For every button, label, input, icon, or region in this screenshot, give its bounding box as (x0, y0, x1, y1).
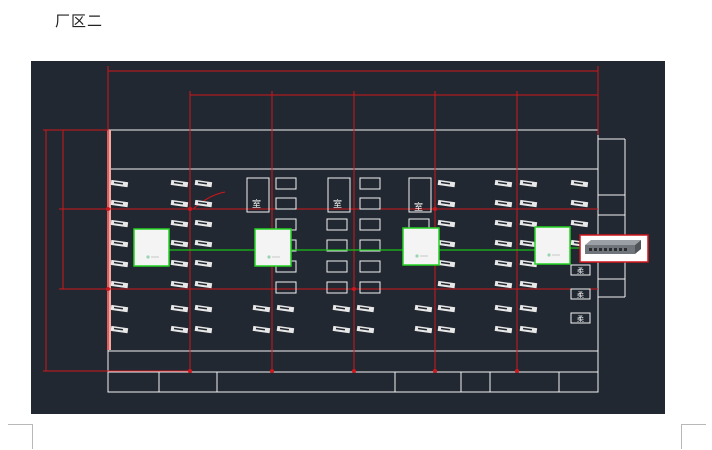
factory-floor-plan: 室 室 室 柔 柔 柔 (31, 61, 665, 414)
workstation-icon (170, 325, 189, 334)
wifi-ap-icon (146, 255, 150, 259)
workstation-icon (252, 304, 271, 313)
wifi-ap-icon (415, 254, 419, 258)
workstation-icon (437, 199, 456, 208)
workstation-icon (110, 179, 129, 188)
workstation-icon (494, 199, 513, 208)
dimension-ticks (106, 207, 519, 373)
workstation-icon (414, 304, 433, 313)
workstation-icon (437, 280, 456, 289)
workstation-icon (437, 259, 456, 268)
room-label: 室 (333, 198, 342, 210)
workstation-icon (519, 219, 538, 228)
workstation-layer (110, 179, 589, 334)
workstation-icon (570, 179, 589, 188)
room-label: 室 (414, 201, 423, 213)
workstation-icon (519, 304, 538, 313)
workstation-icon (276, 325, 295, 334)
workstation-icon (194, 219, 213, 228)
workstation-icon (437, 304, 456, 313)
access-point[interactable] (254, 228, 292, 267)
workstation-icon (494, 259, 513, 268)
network-links (169, 247, 581, 251)
page-corner-mark-right (681, 424, 706, 449)
workstation-icon (110, 219, 129, 228)
workstation-icon (194, 239, 213, 248)
workstation-icon (494, 179, 513, 188)
workstation-icon (170, 219, 189, 228)
workstation-icon (414, 325, 433, 334)
workstation-icon (170, 259, 189, 268)
cabinet-box (570, 288, 591, 300)
workstation-icon (332, 304, 351, 313)
cabinet-labels: 柔 柔 柔 (577, 266, 584, 323)
workstation-icon (110, 259, 129, 268)
workstation-icon (437, 239, 456, 248)
cabinet-label: 柔 (577, 314, 584, 323)
workstation-icon (170, 280, 189, 289)
access-point[interactable] (402, 227, 440, 266)
workstation-icon (110, 280, 129, 289)
workstation-icon (519, 179, 538, 188)
cabinet-label: 柔 (577, 266, 584, 275)
wifi-ap-icon (267, 255, 271, 259)
workstation-icon (170, 179, 189, 188)
workstation-icon (519, 259, 538, 268)
workstation-icon (276, 304, 295, 313)
network-switch[interactable] (579, 234, 649, 263)
network-switch-icon (585, 240, 641, 254)
cabinet-boxes (570, 264, 591, 324)
room-box (327, 177, 351, 213)
workstation-icon (110, 325, 129, 334)
workstation-icon (194, 304, 213, 313)
workstation-icon (494, 219, 513, 228)
wifi-ap-icon (547, 253, 551, 257)
workstation-icon (356, 325, 375, 334)
workstation-icon (494, 304, 513, 313)
workstation-icon (494, 239, 513, 248)
room-labels: 室 室 室 (252, 198, 423, 213)
workstation-icon (252, 325, 271, 334)
page-corner-mark-left (8, 424, 33, 449)
workstation-icon (570, 199, 589, 208)
workstation-icon (494, 280, 513, 289)
workstation-icon (194, 259, 213, 268)
cabinet-box (570, 312, 591, 324)
workstation-icon (110, 304, 129, 313)
cabinet-label: 柔 (577, 290, 584, 299)
workstation-icon (194, 179, 213, 188)
workstation-icon (170, 199, 189, 208)
room-box (246, 177, 270, 213)
left-wall-highlight (107, 130, 111, 350)
workstation-icon (519, 239, 538, 248)
room-boxes (246, 177, 432, 213)
room-label: 室 (252, 198, 261, 210)
workstation-icon (332, 325, 351, 334)
workstation-icon (170, 239, 189, 248)
workstation-icon (110, 199, 129, 208)
workstation-icon (570, 219, 589, 228)
workstation-icon (170, 304, 189, 313)
workstation-icon (110, 239, 129, 248)
workstation-icon (194, 280, 213, 289)
dimension-lines (43, 66, 599, 373)
access-point[interactable] (534, 226, 571, 265)
workstation-icon (519, 199, 538, 208)
desk-grid (275, 177, 430, 294)
workstation-icon (437, 219, 456, 228)
room-box (408, 177, 432, 213)
workstation-icon (437, 325, 456, 334)
workstation-icon (519, 325, 538, 334)
document-heading: 厂区二 (55, 12, 104, 30)
workstation-icon (494, 325, 513, 334)
workstation-icon (194, 199, 213, 208)
access-point[interactable] (133, 228, 170, 267)
workstation-icon (356, 304, 375, 313)
cabinet-box (570, 264, 591, 276)
workstation-icon (519, 280, 538, 289)
workstation-icon (194, 325, 213, 334)
workstation-icon (437, 179, 456, 188)
